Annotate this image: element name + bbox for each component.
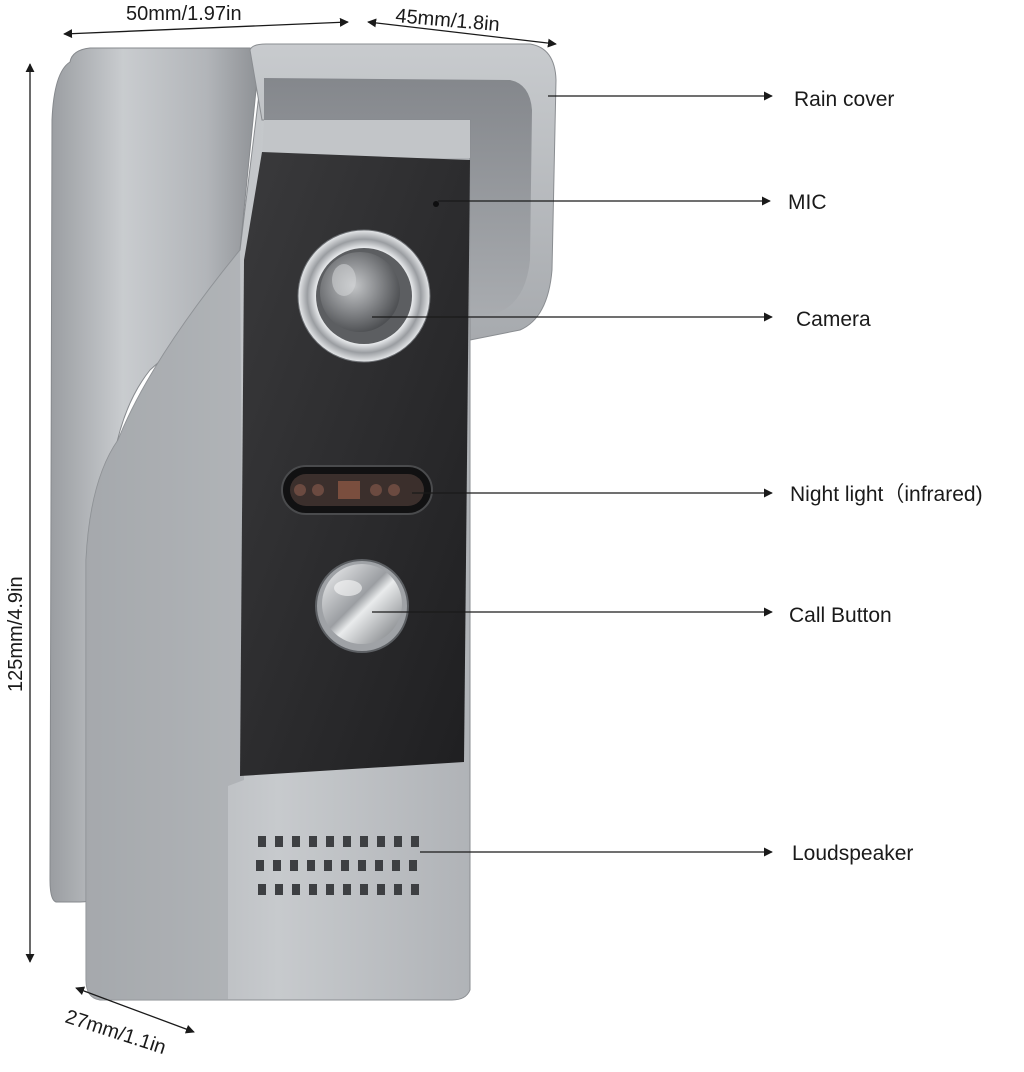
callout-mic: MIC — [438, 191, 827, 214]
speaker-hole — [292, 884, 300, 895]
dimension-top-depth-label: 45mm/1.8in — [395, 5, 501, 36]
speaker-hole — [309, 836, 317, 847]
speaker-hole — [377, 836, 385, 847]
light-sensor-icon — [338, 481, 360, 499]
callout-night-light: Night light（infrared) — [412, 483, 983, 506]
speaker-hole — [309, 884, 317, 895]
callout-call-button-label: Call Button — [789, 604, 892, 627]
speaker-hole — [275, 884, 283, 895]
speaker-hole — [409, 860, 417, 871]
infrared-light-window — [281, 465, 433, 515]
callout-camera-label: Camera — [796, 308, 871, 331]
speaker-hole — [343, 884, 351, 895]
callout-camera: Camera — [372, 308, 871, 331]
speaker-hole — [392, 860, 400, 871]
speaker-hole — [360, 836, 368, 847]
speaker-hole — [358, 860, 366, 871]
speaker-hole — [377, 884, 385, 895]
dimension-top-width-label: 50mm/1.97in — [126, 3, 242, 25]
callout-rain-cover-label: Rain cover — [794, 88, 894, 111]
speaker-hole — [375, 860, 383, 871]
dimension-bottom-depth-label: 27mm/1.1in — [62, 1006, 168, 1059]
speaker-hole — [411, 884, 419, 895]
camera-lens — [297, 229, 431, 363]
dimension-height-label: 125mm/4.9in — [5, 576, 27, 692]
speaker-hole — [256, 860, 264, 871]
speaker-hole — [341, 860, 349, 871]
ir-led-icon — [388, 484, 400, 496]
speaker-hole — [411, 836, 419, 847]
loudspeaker-grille — [256, 836, 419, 895]
callout-call-button: Call Button — [372, 604, 892, 627]
ir-led-icon — [312, 484, 324, 496]
speaker-hole — [273, 860, 281, 871]
speaker-hole — [394, 884, 402, 895]
front-housing-edge — [86, 250, 244, 1000]
ir-led-icon — [370, 484, 382, 496]
callout-mic-label: MIC — [788, 191, 827, 214]
doorbell-device — [49, 43, 557, 1001]
speaker-hole — [324, 860, 332, 871]
callout-rain-cover: Rain cover — [548, 88, 894, 111]
speaker-hole — [290, 860, 298, 871]
speaker-hole — [292, 836, 300, 847]
speaker-hole — [326, 836, 334, 847]
speaker-hole — [307, 860, 315, 871]
speaker-hole — [360, 884, 368, 895]
dimension-top-width: 50mm/1.97in — [63, 3, 349, 39]
rain-cover-lip — [262, 120, 470, 158]
speaker-hole — [258, 836, 266, 847]
speaker-hole — [394, 836, 402, 847]
speaker-hole — [326, 884, 334, 895]
callout-loudspeaker-label: Loudspeaker — [792, 842, 913, 865]
ir-led-icon — [294, 484, 306, 496]
dimension-height: 125mm/4.9in — [5, 63, 35, 963]
call-button — [315, 559, 409, 653]
speaker-hole — [275, 836, 283, 847]
speaker-hole — [258, 884, 266, 895]
dimension-top-depth: 45mm/1.8in — [367, 5, 557, 48]
callout-night-light-label: Night light（infrared) — [790, 483, 983, 506]
mic-hole — [433, 201, 439, 207]
callout-loudspeaker: Loudspeaker — [420, 842, 913, 865]
speaker-hole — [343, 836, 351, 847]
